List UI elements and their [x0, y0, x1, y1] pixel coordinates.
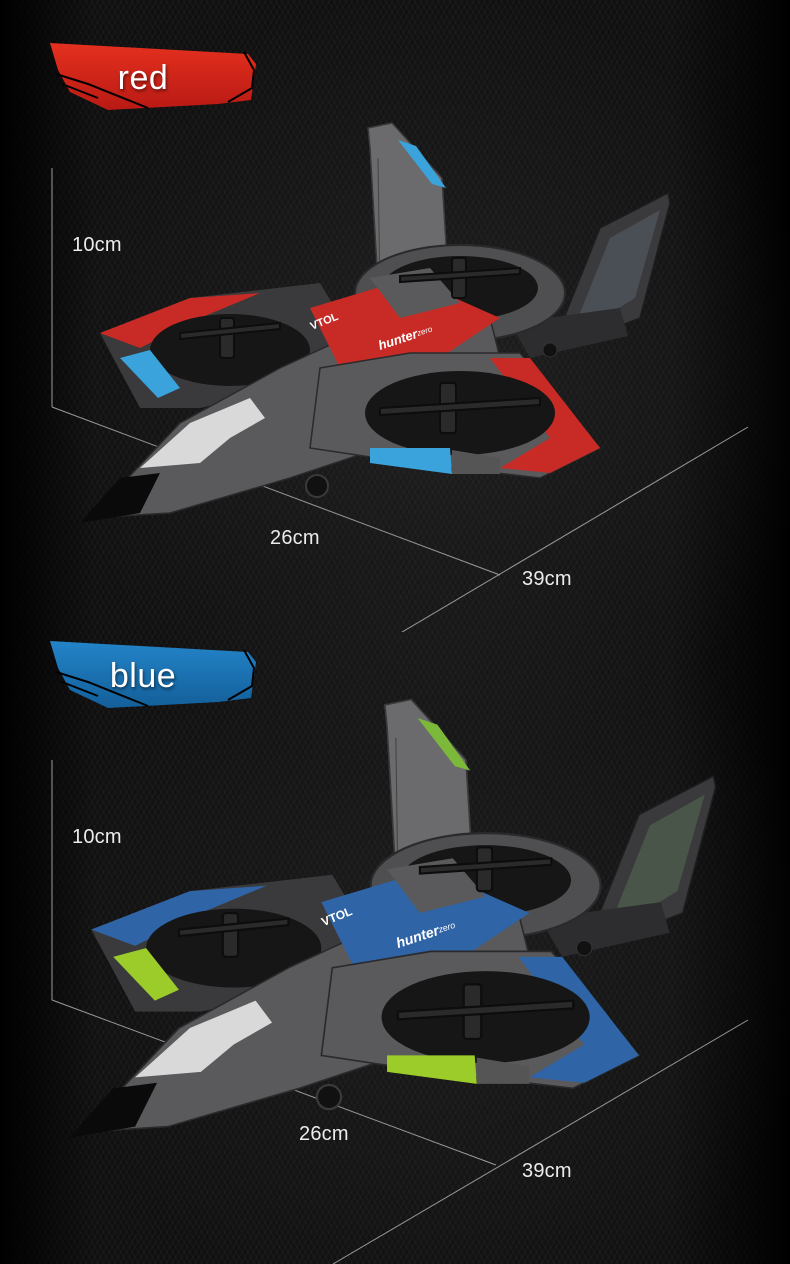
- variant-banner-red: red: [48, 40, 263, 116]
- width-dimension-line: [51, 406, 501, 576]
- length-label: 39cm: [522, 568, 572, 590]
- plane-image-red: VTOL hunter zero: [80, 122, 671, 523]
- banner-shape-red: [50, 43, 256, 110]
- variant-label: red: [117, 58, 169, 97]
- plane-image-blue: VTOL hunter zero: [69, 698, 717, 1138]
- height-label: 10cm: [72, 826, 122, 848]
- dimension-lines: [51, 168, 749, 632]
- variant-label: blue: [109, 656, 177, 695]
- height-label: 10cm: [72, 234, 122, 256]
- length-dimension-line: [332, 1019, 749, 1264]
- variant-blue-section: blue 10cm 26cm 39cm: [0, 632, 790, 1264]
- variant-banner-blue: blue: [48, 638, 263, 714]
- width-label: 26cm: [270, 527, 320, 549]
- banner-shape-blue: [50, 641, 256, 708]
- width-label: 26cm: [299, 1123, 349, 1145]
- length-dimension-line: [401, 426, 749, 632]
- variant-red-section: red 10cm 26cm 39cm: [48, 40, 749, 632]
- length-label: 39cm: [522, 1160, 572, 1182]
